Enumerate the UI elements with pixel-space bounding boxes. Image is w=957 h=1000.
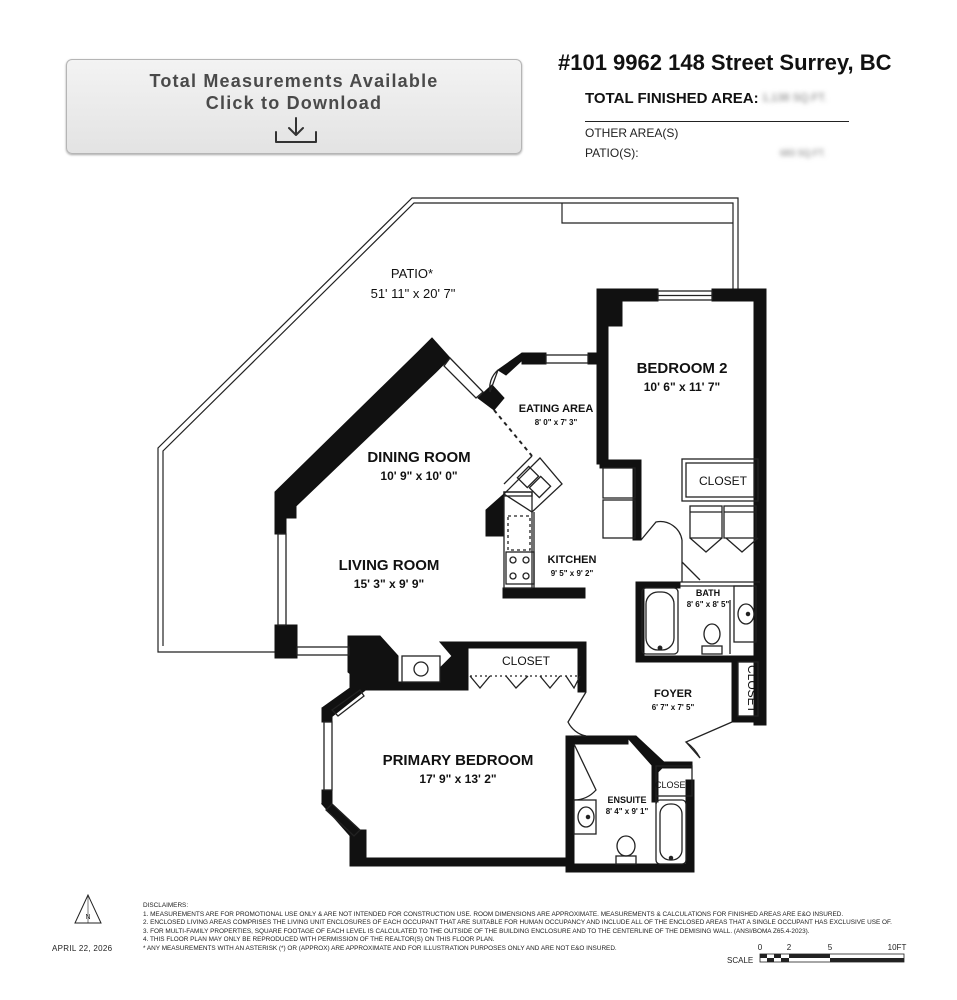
- disclaimers: DISCLAIMERS: 1. MEASUREMENTS ARE FOR PRO…: [143, 902, 923, 954]
- patio-area-label: PATIO(S):: [585, 146, 639, 160]
- download-button-line1: Total Measurements Available: [149, 71, 439, 91]
- total-finished-area-value: 1,138 SQ.FT.: [762, 92, 827, 104]
- bath-name: BATH: [696, 588, 720, 598]
- patio-name: PATIO*: [391, 266, 433, 281]
- bedroom2-closet-label: CLOSET: [699, 474, 748, 488]
- walls: [274, 288, 767, 873]
- disclaimer-line: 1. MEASUREMENTS ARE FOR PROMOTIONAL USE …: [143, 910, 844, 918]
- download-button-line2: Click to Download: [205, 93, 383, 113]
- download-measurements-button[interactable]: Total Measurements Available Click to Do…: [66, 59, 522, 154]
- north-compass-icon: N: [74, 893, 102, 924]
- dining-room-dims: 10' 9" x 10' 0": [380, 469, 457, 483]
- primary-closet-label: CLOSET: [502, 654, 551, 668]
- bedroom2-dims: 10' 6" x 11' 7": [644, 380, 720, 394]
- scale-bar: SCALE 0 2 5 10FT: [727, 943, 907, 965]
- scale-tick-2: 2: [787, 943, 792, 952]
- kitchen-dims: 9' 5" x 9' 2": [551, 569, 594, 578]
- header-divider: [585, 121, 849, 122]
- eating-area-name: EATING AREA: [519, 403, 594, 415]
- ensuite-dims: 8' 4" x 9' 1": [606, 807, 649, 816]
- kitchen-name: KITCHEN: [548, 554, 597, 566]
- foyer-name: FOYER: [654, 688, 692, 700]
- eating-area-dims: 8' 0" x 7' 3": [535, 418, 578, 427]
- living-room-dims: 15' 3" x 9' 9": [354, 577, 424, 591]
- scale-tick-5: 5: [828, 943, 833, 952]
- patio-area-value: 683 SQ.FT.: [780, 148, 826, 158]
- other-area-label: OTHER AREA(S): [585, 126, 679, 140]
- disclaimer-line: 4. THIS FLOOR PLAN MAY ONLY BE REPRODUCE…: [143, 936, 495, 944]
- scale-label: SCALE: [727, 956, 753, 965]
- foyer-dims: 6' 7" x 7' 5": [652, 703, 695, 712]
- primary-bedroom-dims: 17' 9" x 13' 2": [419, 772, 496, 786]
- ensuite-name: ENSUITE: [607, 795, 646, 805]
- patio-dims: 51' 11" x 20' 7": [371, 286, 456, 301]
- living-room-name: LIVING ROOM: [339, 557, 440, 574]
- plan-date: APRIL 22, 2026: [52, 944, 113, 953]
- foyer-closet-label: CLOSET: [745, 665, 759, 714]
- primary-bedroom-name: PRIMARY BEDROOM: [383, 752, 534, 769]
- property-address: #101 9962 148 Street Surrey, BC: [558, 50, 892, 75]
- ensuite-closet-label: CLOSET: [655, 780, 692, 790]
- bedroom2-name: BEDROOM 2: [637, 360, 728, 377]
- total-finished-area-label: TOTAL FINISHED AREA:: [585, 90, 759, 107]
- patio-outline: [157, 197, 739, 653]
- disclaimers-title: DISCLAIMERS:: [143, 902, 189, 909]
- compass-label: N: [85, 914, 90, 921]
- partitions: [277, 290, 760, 865]
- bath-dims: 8' 6" x 8' 5": [687, 600, 730, 609]
- dining-room-name: DINING ROOM: [367, 449, 470, 466]
- disclaimer-line: * ANY MEASUREMENTS WITH AN ASTERISK (*) …: [143, 944, 617, 952]
- disclaimer-line: 2. ENCLOSED LIVING AREAS COMPRISES THE L…: [143, 919, 892, 927]
- scale-tick-10: 10FT: [888, 943, 907, 952]
- disclaimer-line: 3. FOR MULTI-FAMILY PROPERTIES, SQUARE F…: [143, 927, 810, 935]
- scale-tick-0: 0: [758, 943, 763, 952]
- download-icon: [275, 117, 317, 143]
